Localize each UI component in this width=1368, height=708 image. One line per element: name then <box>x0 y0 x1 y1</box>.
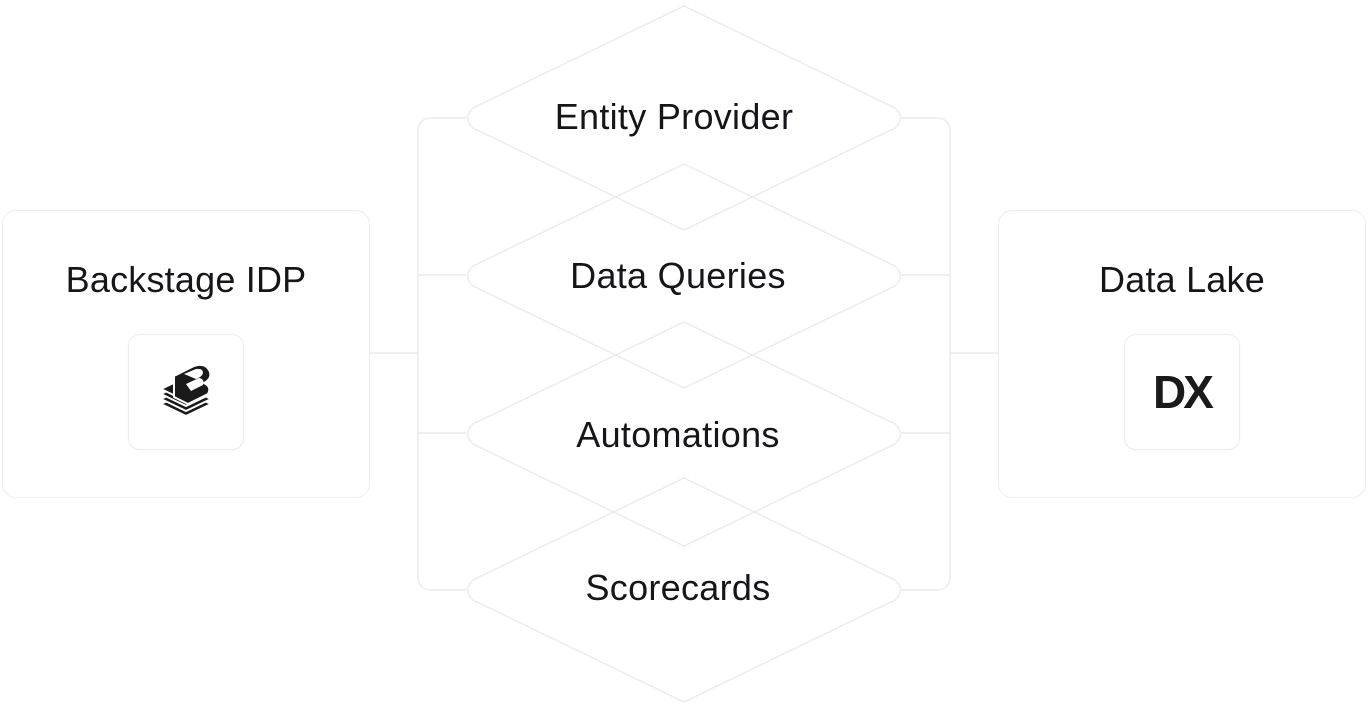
integration-label-data-queries: Data Queries <box>570 255 786 296</box>
integration-label-automations: Automations <box>576 414 780 455</box>
left-bracket <box>417 117 466 591</box>
dx-logo-icon: DX <box>1153 366 1214 418</box>
target-title: Data Lake <box>1099 259 1265 300</box>
integration-label-scorecards: Scorecards <box>585 567 771 608</box>
integration-label-entity-provider: Entity Provider <box>554 96 794 137</box>
target-logo-tile: DX <box>1124 334 1240 450</box>
hexagon-automations <box>466 321 902 547</box>
source-card: Backstage IDP <box>2 210 370 498</box>
hexagon-data-queries <box>466 163 902 389</box>
source-logo-tile <box>128 334 244 450</box>
hexagon-scorecards <box>466 477 902 703</box>
right-bracket <box>900 117 951 591</box>
backstage-stack-icon <box>160 363 212 417</box>
source-title: Backstage IDP <box>65 259 307 300</box>
hexagon-entity-provider <box>466 5 902 231</box>
target-card: Data Lake DX <box>998 210 1366 498</box>
